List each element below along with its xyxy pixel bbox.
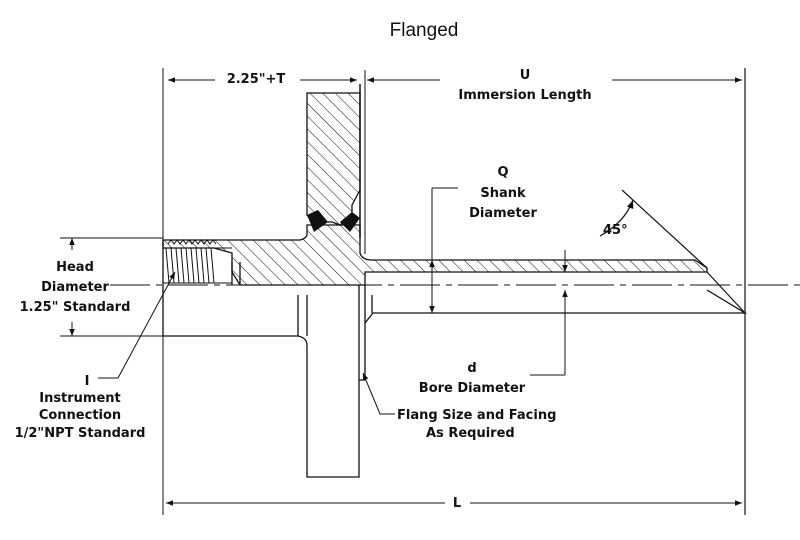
instrument-connection-label-2: Connection	[38, 408, 122, 423]
head-diameter-label-2: Diameter	[41, 280, 109, 295]
shank-label-1: Shank	[480, 186, 526, 201]
bore-diameter-dimension	[530, 250, 568, 376]
drawing-title: Flanged	[389, 20, 459, 41]
immersion-length-label: Immersion Length	[458, 88, 592, 103]
head-diameter-label-1: Head	[56, 260, 94, 275]
u-letter: U	[519, 68, 531, 83]
l-letter: L	[452, 496, 462, 511]
angle-label: 45°	[603, 223, 628, 238]
extension-lines	[60, 68, 164, 515]
bore-diameter-label: Bore Diameter	[418, 381, 526, 396]
npt-threads	[163, 239, 232, 284]
shank-diameter-dimension	[429, 187, 458, 313]
leader-lines	[98, 271, 395, 415]
q-letter: Q	[497, 165, 509, 180]
instrument-connection-label-3: 1/2"NPT Standard	[14, 426, 146, 441]
shank-label-2: Diameter	[469, 206, 537, 221]
instrument-connection-label-1: Instrument	[39, 391, 121, 406]
i-letter: I	[84, 374, 90, 389]
d-letter: d	[467, 361, 477, 376]
head-length-label: 2.25"+T	[226, 72, 286, 87]
flange-size-label-1: Flang Size and Facing	[397, 408, 557, 423]
body-upper-section	[162, 224, 708, 336]
body-lower-outline	[163, 262, 748, 478]
flange-size-label-2: As Required	[426, 426, 515, 441]
tip-chamfer	[599, 68, 746, 515]
head-diameter-label-3: 1.25" Standard	[19, 300, 131, 315]
